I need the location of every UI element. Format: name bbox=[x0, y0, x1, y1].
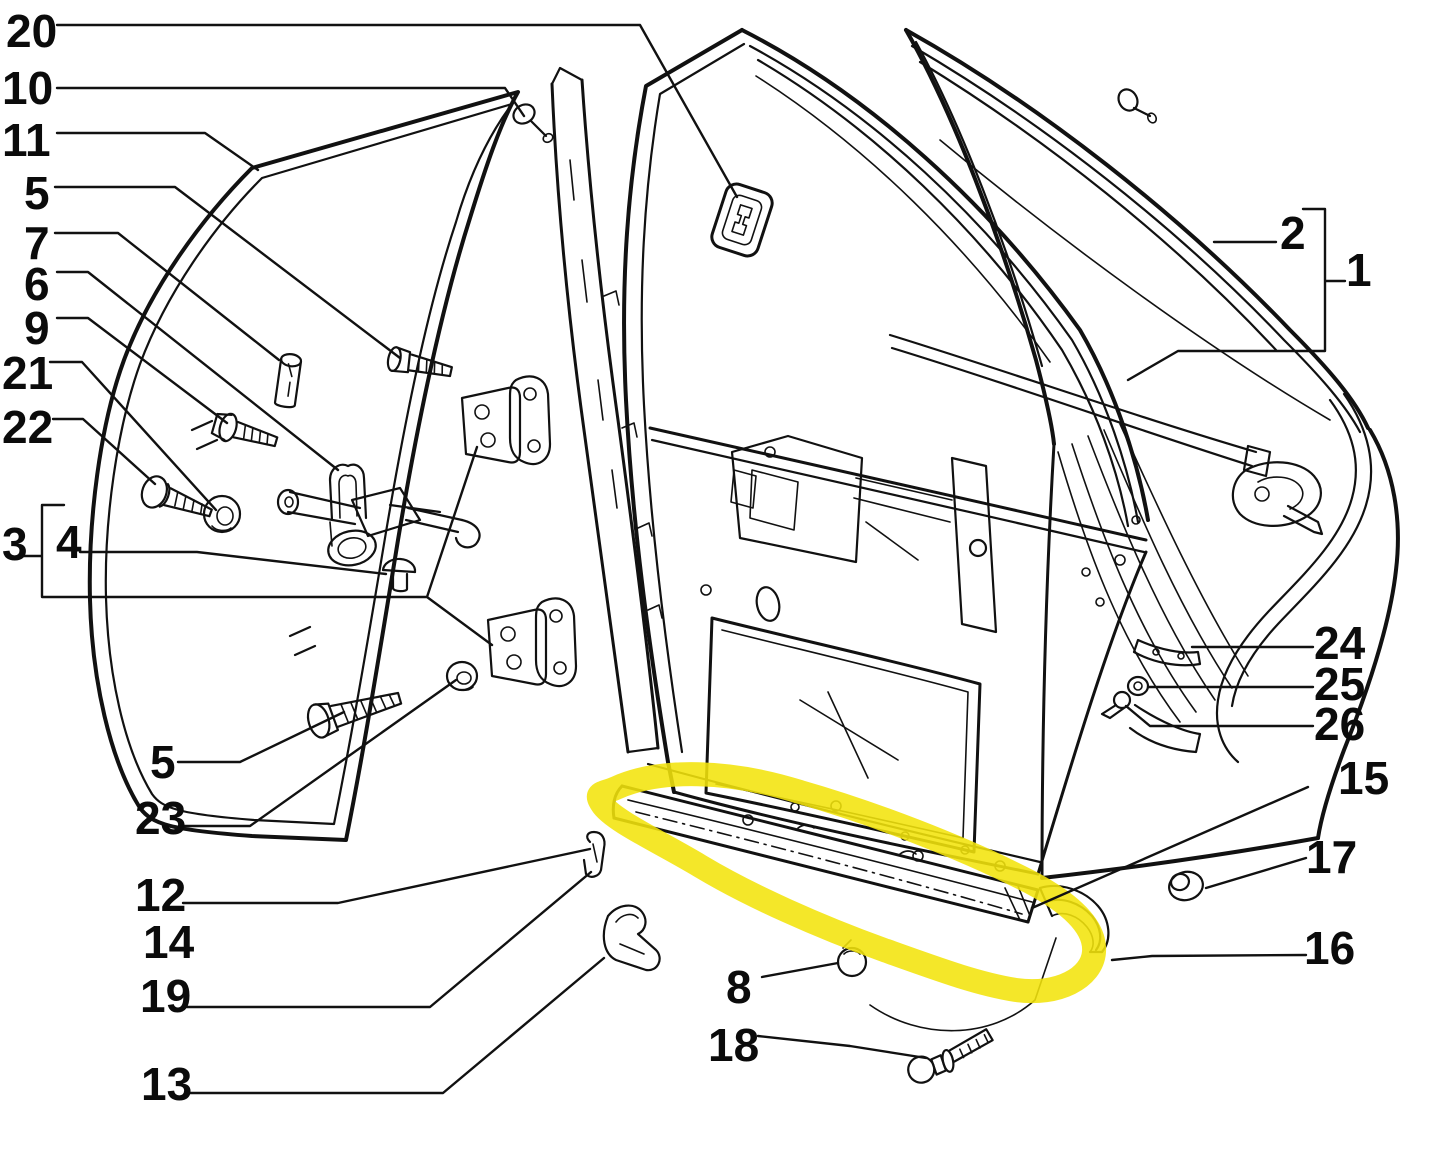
label-24: 24 bbox=[1314, 617, 1366, 669]
clip-12 bbox=[582, 830, 606, 878]
frame-pin bbox=[1117, 88, 1158, 124]
washer-23 bbox=[445, 660, 479, 692]
label-21: 21 bbox=[2, 347, 53, 399]
label-5b: 5 bbox=[150, 736, 176, 788]
label-26: 26 bbox=[1314, 698, 1365, 750]
grommet-17 bbox=[1168, 870, 1204, 902]
part-labels: 20 10 11 5 7 6 9 21 22 3 4 5 23 12 14 19… bbox=[2, 5, 1389, 1110]
label-1: 1 bbox=[1346, 244, 1372, 296]
plug-4 bbox=[381, 557, 417, 593]
hinge-lower bbox=[486, 597, 578, 688]
label-25: 25 bbox=[1314, 658, 1365, 710]
label-5a: 5 bbox=[24, 167, 50, 219]
label-18: 18 bbox=[708, 1019, 759, 1071]
door-seal-loop bbox=[87, 90, 520, 842]
label-11: 11 bbox=[2, 114, 51, 166]
label-13: 13 bbox=[141, 1058, 192, 1110]
pillar-trim-strip bbox=[550, 66, 663, 754]
label-9: 9 bbox=[24, 302, 50, 354]
label-12: 12 bbox=[135, 869, 186, 921]
label-17: 17 bbox=[1306, 831, 1357, 883]
highlight-loop bbox=[587, 762, 1107, 1004]
stud-9 bbox=[210, 412, 279, 448]
bolt-5b bbox=[306, 691, 403, 739]
washer-21 bbox=[202, 494, 242, 534]
door-lock bbox=[1231, 461, 1324, 536]
inner-door-assembly bbox=[622, 28, 1150, 876]
hinge-upper bbox=[460, 375, 552, 466]
label-15: 15 bbox=[1338, 752, 1389, 804]
label-23: 23 bbox=[135, 792, 186, 844]
leader-lines bbox=[20, 23, 1347, 1095]
label-3: 3 bbox=[2, 518, 28, 570]
label-8: 8 bbox=[726, 961, 752, 1013]
label-7: 7 bbox=[24, 217, 50, 269]
label-16: 16 bbox=[1304, 922, 1355, 974]
bolt-26 bbox=[1100, 690, 1132, 720]
sleeve-7 bbox=[273, 353, 303, 409]
label-20: 20 bbox=[6, 5, 57, 57]
label-22: 22 bbox=[2, 401, 53, 453]
outer-door-panel bbox=[888, 28, 1400, 880]
stud-5 bbox=[386, 346, 453, 378]
label-2: 2 bbox=[1280, 207, 1306, 259]
label-4: 4 bbox=[56, 516, 82, 568]
corner-bracket-13 bbox=[602, 904, 661, 972]
label-14: 14 bbox=[143, 916, 195, 968]
label-19: 19 bbox=[140, 970, 191, 1022]
nut-25 bbox=[1126, 675, 1150, 697]
check-strap-6 bbox=[276, 463, 481, 567]
frame-plate-20 bbox=[710, 182, 774, 258]
seal-pin-10 bbox=[512, 103, 554, 144]
label-10: 10 bbox=[2, 62, 53, 114]
label-6: 6 bbox=[24, 258, 50, 310]
